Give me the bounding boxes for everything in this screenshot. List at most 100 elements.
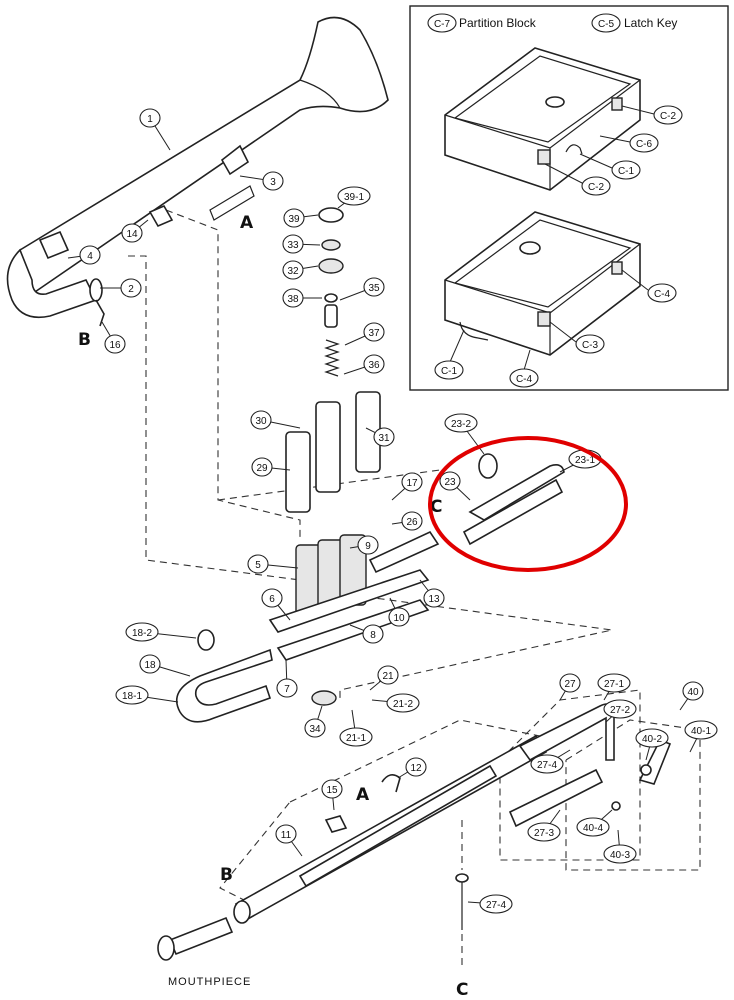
valve-section: [268, 207, 440, 706]
callout-bubble: [527, 822, 561, 842]
case-callout-6: C-3: [549, 321, 605, 354]
callout-p16: 16: [101, 321, 126, 354]
callout-bubble: [682, 681, 704, 701]
highlight-circle: [428, 436, 628, 572]
callout-p12: 12: [397, 757, 427, 779]
case-top: [444, 47, 641, 191]
callout-bubble: [576, 817, 610, 837]
callout-p6: 6: [261, 588, 291, 621]
callout-p40_3: 40-3: [603, 829, 637, 864]
callout-p5: 5: [247, 554, 299, 574]
callout-bubble: [530, 754, 564, 774]
callout-bubble: [251, 457, 273, 477]
callout-number: 40-2: [642, 734, 662, 745]
callout-bubble: [337, 186, 371, 206]
callout-bubble: [283, 208, 305, 228]
tuning-slide: [175, 629, 273, 723]
callout-bubble: [339, 727, 373, 747]
callout-number: 12: [410, 763, 422, 774]
partition-block-label: Partition Block: [459, 16, 537, 30]
letter-c-lower: C: [456, 980, 468, 1000]
callout-bubble: [120, 278, 142, 298]
letter-a-lower: A: [356, 785, 370, 805]
callout-number: 15: [326, 785, 338, 796]
callout-p40_4: 40-4: [576, 809, 613, 837]
callout-p27: 27: [559, 673, 581, 701]
svg-text:C-2: C-2: [588, 182, 605, 193]
callout-p26: 26: [391, 511, 423, 531]
callout-p31: 31: [365, 427, 395, 447]
svg-text:C-6: C-6: [636, 139, 653, 150]
callout-bubble: [247, 554, 269, 574]
callout-p4: 4: [67, 245, 101, 265]
callout-p34: 34: [304, 705, 326, 738]
callout-p10: 10: [388, 597, 410, 627]
callout-number: 13: [428, 594, 440, 605]
callout-bubble: [276, 678, 298, 698]
callout-number: 27: [564, 679, 576, 690]
callout-number: 11: [281, 830, 292, 841]
callout-p39: 39: [283, 208, 319, 228]
svg-text:C-4: C-4: [654, 289, 671, 300]
water-key: [611, 738, 672, 811]
callout-p40_2: 40-2: [635, 728, 669, 761]
callout-number: 26: [406, 517, 418, 528]
callout-p29: 29: [251, 457, 291, 477]
callout-p27_4b: 27-4: [467, 894, 513, 914]
callout-number: 40: [687, 687, 699, 698]
callout-p23: 23: [439, 471, 471, 501]
callout-number: 40-4: [583, 823, 603, 834]
callout-bubble: [275, 824, 297, 844]
letter-a-top: A: [240, 213, 254, 233]
callout-number: 39: [288, 214, 300, 225]
case-callout-2: C-6: [599, 133, 659, 153]
callout-p27_2: 27-2: [603, 699, 637, 723]
case-callout-1: C-2: [621, 105, 683, 125]
callout-p40_1: 40-1: [684, 720, 718, 753]
callout-bubble: [386, 693, 420, 713]
callout-p27_3: 27-3: [527, 809, 561, 842]
case-callout-4: C-2: [544, 163, 611, 196]
callout-number: 21-2: [393, 699, 413, 710]
callout-p36: 36: [343, 354, 385, 375]
callout-p7: 7: [276, 659, 298, 698]
callout-p23_1: 23-1: [559, 449, 602, 473]
latch-key-label: Latch Key: [624, 16, 677, 30]
callout-bubble: [479, 894, 513, 914]
callout-number: 33: [287, 240, 299, 251]
inset-frame: [409, 5, 729, 391]
part-callouts: 12345678910111213141516171818-118-22121-…: [67, 108, 718, 914]
callout-p30: 30: [250, 410, 301, 430]
callout-bubble: [362, 624, 384, 644]
callout-p27_4a: 27-4: [530, 749, 571, 774]
callout-p40: 40: [679, 681, 704, 711]
callout-bubble: [405, 757, 427, 777]
callout-number: 23-2: [451, 419, 471, 430]
letter-b-lower: B: [220, 865, 233, 885]
case-callout-8: C-4: [509, 349, 539, 388]
letter-b-left: B: [78, 330, 91, 350]
callout-bubble: [282, 288, 304, 308]
callout-bubble: [444, 413, 478, 433]
callout-p13: 13: [419, 579, 445, 608]
callout-bubble: [121, 223, 143, 243]
mouthpiece-label: MOUTHPIECE: [168, 976, 251, 988]
callout-p18_2: 18-2: [125, 622, 197, 642]
callout-p2: 2: [100, 278, 142, 298]
callout-number: 38: [287, 294, 299, 305]
callout-p33: 33: [282, 234, 321, 254]
callout-p21_2: 21-2: [371, 693, 420, 713]
callout-p1: 1: [139, 108, 171, 151]
callout-number: 21-1: [346, 733, 366, 744]
callout-bubble: [597, 673, 631, 693]
callout-bubble: [388, 607, 410, 627]
callout-number: 21: [382, 671, 394, 682]
outer-slide: [233, 703, 615, 924]
callout-c7-text: C-7: [434, 19, 451, 30]
callout-p39_1: 39-1: [337, 186, 371, 209]
callout-bubble: [125, 622, 159, 642]
callout-bubble: [635, 728, 669, 748]
callout-bubble: [282, 260, 304, 280]
case-inset: C-7 Partition Block C-5 Latch Key C-2: [409, 5, 729, 391]
